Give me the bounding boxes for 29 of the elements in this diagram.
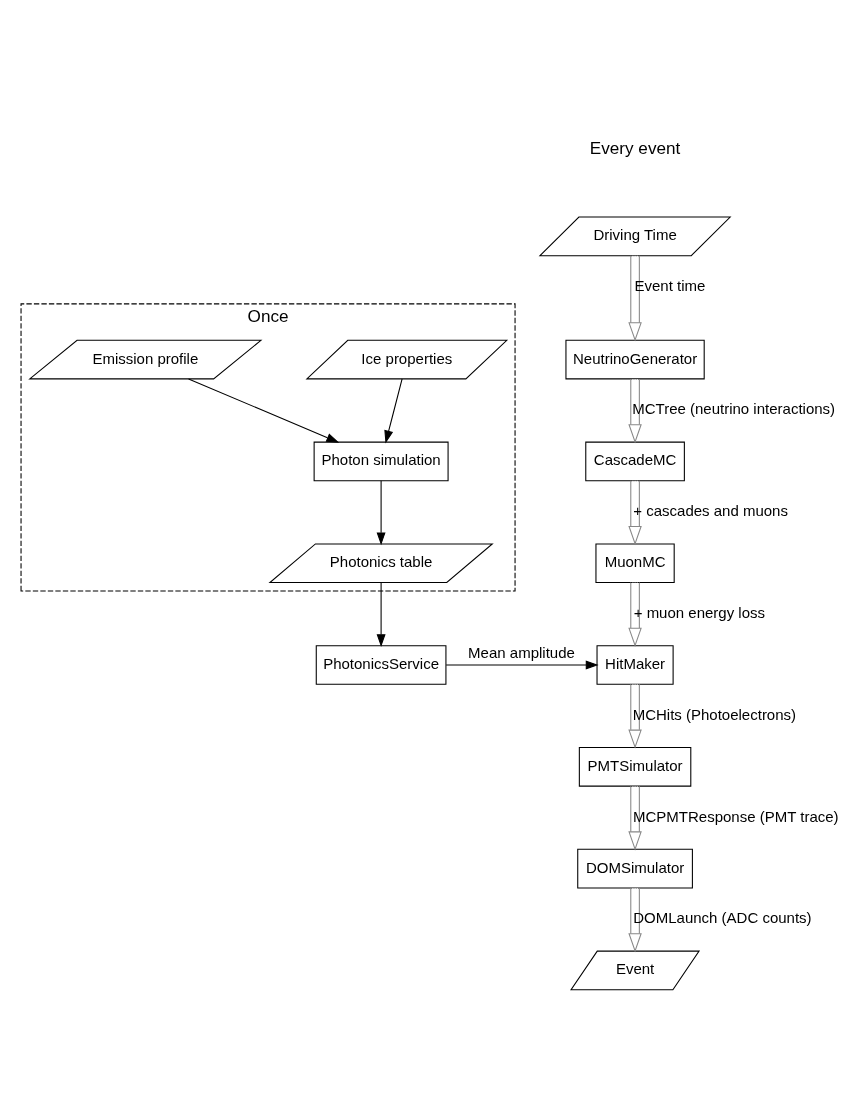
arrow	[384, 377, 403, 443]
node-box: MuonMC	[595, 542, 675, 583]
arrow	[376, 479, 386, 545]
node-box: HitMaker	[596, 644, 674, 685]
edge-label: MCHits (Photoelectrons)	[632, 705, 797, 723]
node-box: DOMSimulator	[577, 848, 693, 888]
arrow	[188, 377, 340, 443]
arrow	[445, 660, 599, 670]
arrow	[628, 785, 642, 851]
arrow	[376, 581, 386, 647]
edge-label: Event time	[634, 276, 706, 294]
node-box: Photon simulation	[313, 441, 449, 481]
node-box: NeutrinoGenerator	[565, 339, 705, 379]
label: Every event	[589, 137, 681, 158]
node-box: CascadeMC	[585, 441, 685, 481]
edge-label: DOMLaunch (ADC counts)	[633, 908, 812, 926]
node-box: PhotonicsService	[315, 644, 447, 685]
arrow	[628, 581, 642, 647]
node-box: PMTSimulator	[578, 746, 692, 787]
edge-label: Mean amplitude	[468, 643, 575, 661]
edge-label: + cascades and muons	[633, 501, 788, 519]
arrow	[628, 886, 642, 952]
arrow	[628, 254, 642, 342]
edge-label: MCTree (neutrino interactions)	[632, 399, 836, 417]
arrow	[628, 683, 642, 749]
arrow	[628, 479, 642, 545]
edge-label: MCPMTResponse (PMT trace)	[633, 807, 839, 825]
arrow	[628, 377, 642, 443]
edge-label: + muon energy loss	[633, 603, 766, 621]
